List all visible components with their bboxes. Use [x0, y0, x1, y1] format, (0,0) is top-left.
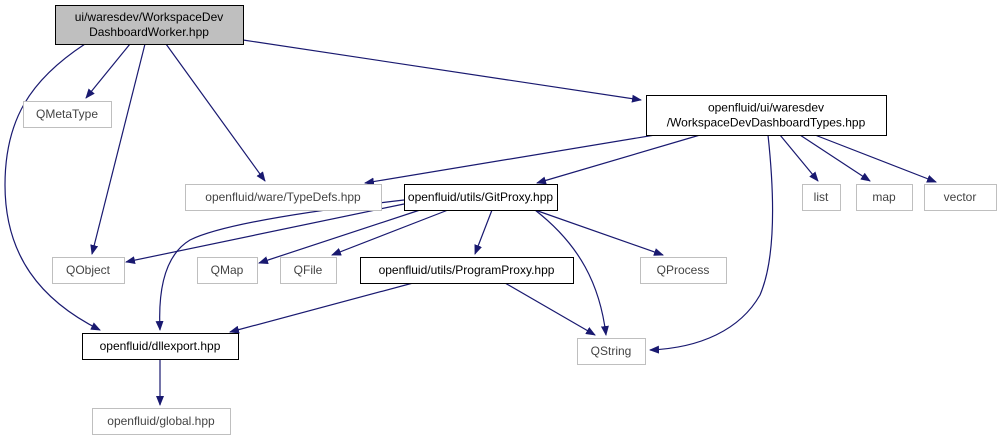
node-label: openfluid/utils/ProgramProxy.hpp	[379, 263, 555, 277]
node-label: openfluid/ui/waresdev	[708, 101, 824, 115]
node-gitproxy[interactable]: openfluid/utils/GitProxy.hpp	[404, 184, 558, 211]
edge-gitproxy-to-qprocess	[534, 209, 664, 256]
node-box	[55, 5, 244, 45]
node-qprocess: QProcess	[640, 257, 727, 284]
edge-programproxy-to-dllexport	[229, 282, 414, 334]
nodes-layer: ui/waresdev/WorkspaceDevDashboardWorker.…	[23, 5, 997, 435]
node-box	[924, 184, 997, 211]
edge-gitproxy-to-programproxy	[474, 209, 493, 255]
node-box	[197, 257, 258, 284]
node-qfile: QFile	[280, 257, 337, 284]
node-root[interactable]: ui/waresdev/WorkspaceDevDashboardWorker.…	[55, 5, 244, 45]
node-dashtypes[interactable]: openfluid/ui/waresdev/WorkspaceDevDashbo…	[646, 95, 887, 136]
node-label: list	[814, 190, 829, 204]
node-label: openfluid/utils/GitProxy.hpp	[408, 190, 554, 204]
node-list: list	[802, 184, 841, 211]
node-label: QMetaType	[36, 107, 98, 121]
edge-dashtypes-to-qstring	[649, 134, 774, 354]
node-box	[52, 257, 125, 284]
node-box	[856, 184, 913, 211]
node-label: QFile	[294, 263, 323, 277]
edge-root-to-qobject	[90, 43, 146, 255]
node-label: QObject	[66, 263, 111, 277]
node-label: QProcess	[657, 263, 710, 277]
node-box	[92, 408, 231, 435]
node-global: openfluid/global.hpp	[92, 408, 231, 435]
node-box	[646, 95, 887, 136]
node-label: DashboardWorker.hpp	[89, 25, 209, 39]
edge-root-to-typedefs	[165, 43, 266, 182]
node-label: map	[872, 190, 896, 204]
node-label: openfluid/ware/TypeDefs.hpp	[205, 190, 361, 204]
edge-gitproxy-to-qobject	[125, 203, 405, 265]
node-box	[82, 333, 239, 360]
node-label: QMap	[211, 263, 244, 277]
node-label: /WorkspaceDevDashboardTypes.hpp	[667, 116, 866, 130]
node-label: openfluid/dllexport.hpp	[100, 339, 221, 353]
edge-gitproxy-to-qfile	[331, 209, 449, 256]
edges-layer	[4, 39, 937, 406]
node-qmap: QMap	[197, 257, 258, 284]
node-box	[280, 257, 337, 284]
node-label: vector	[944, 190, 977, 204]
node-programproxy[interactable]: openfluid/utils/ProgramProxy.hpp	[360, 257, 574, 284]
node-map: map	[856, 184, 913, 211]
node-dllexport[interactable]: openfluid/dllexport.hpp	[82, 333, 239, 360]
edge-gitproxy-to-qstring	[534, 209, 609, 336]
node-box	[577, 338, 646, 365]
edge-dashtypes-to-gitproxy	[536, 134, 701, 185]
node-qobject: QObject	[52, 257, 125, 284]
edge-root-to-dashtypes	[242, 39, 642, 103]
edge-dashtypes-to-list	[779, 134, 819, 182]
edge-root-to-qmetatype	[85, 43, 131, 99]
node-box	[640, 257, 727, 284]
node-box	[185, 184, 382, 211]
edge-dashtypes-to-map	[799, 134, 871, 182]
edge-gitproxy-to-qmap	[258, 209, 421, 264]
node-label: QString	[591, 344, 632, 358]
node-typedefs: openfluid/ware/TypeDefs.hpp	[185, 184, 382, 211]
edge-root-to-dllexport	[4, 43, 101, 331]
node-label: ui/waresdev/WorkspaceDev	[75, 10, 224, 24]
node-qstring: QString	[577, 338, 646, 365]
node-box	[802, 184, 841, 211]
node-vector: vector	[924, 184, 997, 211]
node-box	[23, 101, 112, 128]
node-label: openfluid/global.hpp	[107, 414, 215, 428]
edge-dashtypes-to-typedefs	[364, 134, 656, 186]
edge-dashtypes-to-vector	[814, 134, 937, 183]
node-box	[360, 257, 574, 284]
edge-programproxy-to-qstring	[504, 282, 596, 336]
node-qmetatype: QMetaType	[23, 101, 112, 128]
node-box	[404, 184, 558, 211]
